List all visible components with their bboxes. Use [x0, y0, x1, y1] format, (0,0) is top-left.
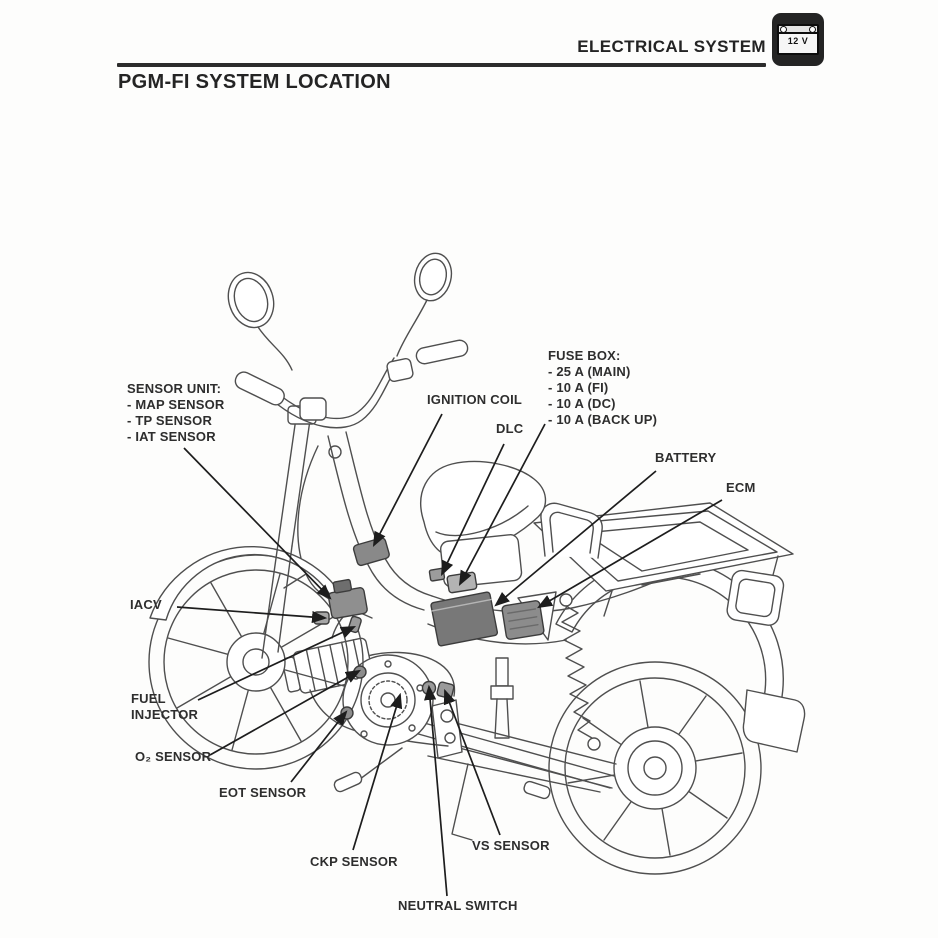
mudflap	[742, 689, 806, 753]
leader-dlc	[441, 443, 505, 577]
fuse-box-part	[446, 571, 478, 594]
leader-battery	[494, 470, 657, 607]
label-neutral-switch: NEUTRAL SWITCH	[398, 898, 518, 913]
label-eot-sensor: EOT SENSOR	[219, 785, 307, 800]
battery-part	[430, 591, 499, 647]
label-ckp-sensor: CKP SENSOR	[310, 854, 398, 869]
leader-iacv	[176, 606, 328, 624]
label-fuel-injector: FUEL INJECTOR	[131, 691, 199, 722]
front-fender	[149, 545, 349, 621]
leader-fuel-injector	[197, 626, 357, 701]
leader-ckp-sensor	[352, 692, 403, 851]
tail-light	[726, 569, 785, 626]
ignition-coil-part	[352, 537, 390, 567]
leader-sensor-unit	[183, 447, 332, 600]
dlc-part	[428, 567, 446, 582]
leader-ecm	[537, 499, 723, 609]
front-fork	[261, 405, 317, 659]
leader-fuse-box	[458, 423, 546, 587]
battery-12v-icon: 12 V	[772, 13, 824, 66]
handlebar	[234, 339, 469, 429]
fi-components	[313, 537, 545, 720]
battery-top-band	[779, 26, 817, 34]
label-ignition-coil: IGNITION COIL	[427, 392, 523, 407]
rear-carrier-rack	[533, 502, 794, 617]
leader-eot-sensor	[290, 710, 348, 783]
leader-vs-sensor	[443, 688, 501, 836]
label-fuse-box: FUSE BOX: - 25 A (MAIN) - 10 A (FI) - 10…	[548, 348, 658, 427]
header-rule	[117, 63, 766, 67]
callout-arrows	[176, 413, 723, 897]
label-dlc: DLC	[496, 421, 524, 436]
leader-o2-sensor	[209, 669, 361, 756]
battery-voltage-label: 12 V	[787, 36, 809, 46]
battery-terminal-left	[780, 26, 787, 33]
leader-ignition-coil	[372, 413, 443, 548]
vs-sensor-part	[436, 681, 455, 699]
engine	[281, 606, 456, 747]
left-mirror-icon	[227, 271, 293, 371]
rear-shock	[559, 593, 601, 751]
label-vs-sensor: VS SENSOR	[472, 838, 550, 853]
label-sensor-unit: SENSOR UNIT: - MAP SENSOR - TP SENSOR - …	[127, 381, 225, 444]
fuel-injector-part	[347, 615, 362, 634]
right-mirror-icon	[396, 252, 453, 357]
label-ecm: ECM	[726, 480, 756, 495]
label-o2-sensor: O₂ SENSOR	[135, 749, 212, 764]
battery-glyph: 12 V	[777, 24, 819, 55]
leader-neutral-switch	[424, 684, 448, 897]
label-iacv: IACV	[130, 597, 162, 612]
ecm-part	[501, 600, 545, 640]
chapter-title: ELECTRICAL SYSTEM	[577, 37, 766, 56]
battery-terminal-right	[809, 26, 816, 33]
plug-part	[490, 657, 514, 739]
label-battery: BATTERY	[655, 450, 717, 465]
page-title: PGM-FI SYSTEM LOCATION	[118, 71, 391, 93]
rear-wheel	[548, 661, 762, 875]
throttle-body-sensor-unit	[327, 578, 368, 620]
